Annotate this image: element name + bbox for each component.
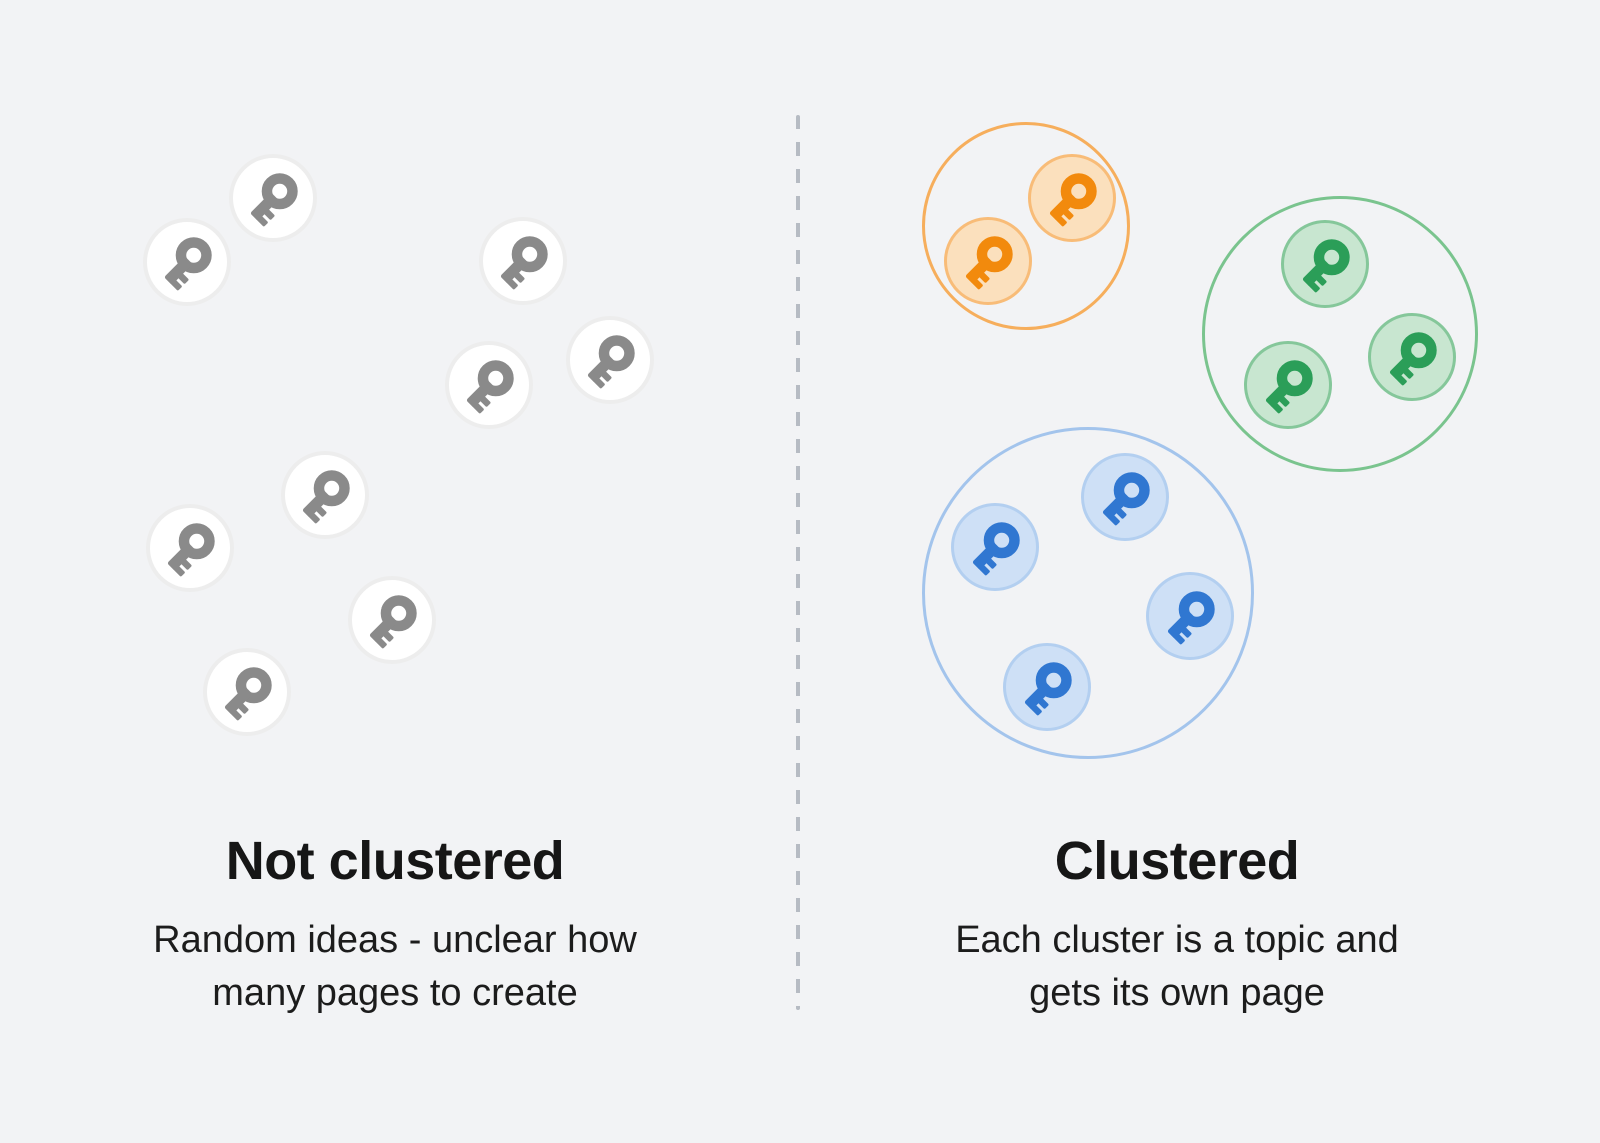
left-subtitle: Random ideas - unclear how many pages to… <box>0 914 790 1020</box>
key-icon <box>1102 472 1150 526</box>
key-icon <box>369 595 417 649</box>
key-icon <box>1389 332 1437 386</box>
left-title: Not clustered <box>225 831 565 891</box>
key-icon <box>167 523 215 577</box>
orange-cluster-key-bubble <box>944 217 1032 305</box>
blue-cluster-key-bubble <box>1081 453 1169 541</box>
right-caption: Clustered Each cluster is a topic and ge… <box>797 830 1557 1020</box>
unclustered-key-bubble <box>203 648 291 736</box>
key-icon <box>1024 662 1072 716</box>
key-icon <box>224 667 272 721</box>
key-icon <box>1265 360 1313 414</box>
right-subtitle-line-2: gets its own page <box>1029 972 1325 1014</box>
key-icon <box>250 173 298 227</box>
orange-cluster-key-bubble <box>1028 154 1116 242</box>
orange-cluster-outline <box>922 122 1130 330</box>
green-cluster-outline <box>1202 196 1478 472</box>
blue-cluster-outline <box>922 427 1254 759</box>
blue-cluster-key-bubble <box>951 503 1039 591</box>
green-cluster-key-bubble <box>1244 341 1332 429</box>
unclustered-key-bubble <box>348 576 436 664</box>
key-icon <box>587 335 635 389</box>
unclustered-key-bubble <box>566 316 654 404</box>
right-title: Clustered <box>1054 831 1300 891</box>
unclustered-key-bubble <box>229 154 317 242</box>
left-subtitle-line-1: Random ideas - unclear how <box>153 919 637 961</box>
unclustered-key-bubble <box>281 451 369 539</box>
unclustered-key-bubble <box>143 218 231 306</box>
green-cluster-key-bubble <box>1281 220 1369 308</box>
key-icon <box>965 236 1013 290</box>
unclustered-key-bubble <box>479 217 567 305</box>
vertical-dashed-divider <box>796 115 800 1010</box>
key-icon <box>972 522 1020 576</box>
unclustered-key-bubble <box>146 504 234 592</box>
green-cluster-key-bubble <box>1368 313 1456 401</box>
right-subtitle-line-1: Each cluster is a topic and <box>955 919 1399 961</box>
left-subtitle-line-2: many pages to create <box>212 972 578 1014</box>
unclustered-key-bubble <box>445 341 533 429</box>
right-subtitle: Each cluster is a topic and gets its own… <box>797 914 1557 1020</box>
key-icon <box>1167 591 1215 645</box>
key-icon <box>466 360 514 414</box>
key-icon <box>1049 173 1097 227</box>
blue-cluster-key-bubble <box>1146 572 1234 660</box>
key-icon <box>1302 239 1350 293</box>
left-caption: Not clustered Random ideas - unclear how… <box>0 830 790 1020</box>
key-icon <box>164 237 212 291</box>
blue-cluster-key-bubble <box>1003 643 1091 731</box>
key-icon <box>500 236 548 290</box>
key-icon <box>302 470 350 524</box>
